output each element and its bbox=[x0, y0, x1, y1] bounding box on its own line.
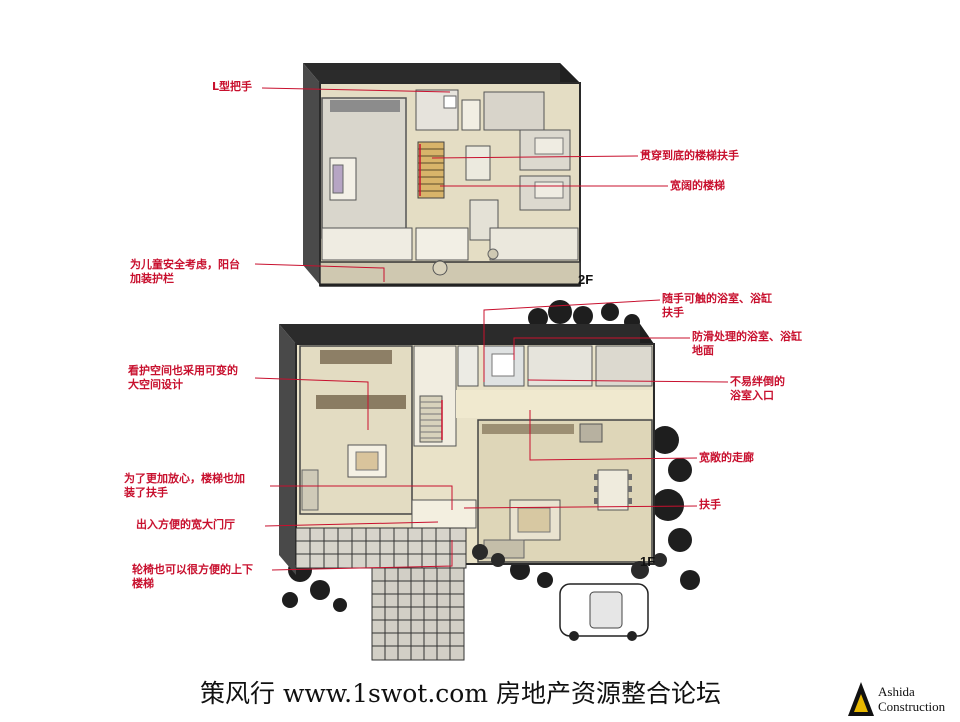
callout-wide-corridor: 宽敞的走廊 bbox=[699, 451, 754, 464]
callout-handrail: 扶手 bbox=[699, 498, 721, 511]
callout-l-handle: L型把手 bbox=[212, 80, 253, 93]
footer-banner: 策风行 www.1swot.com 房地产资源整合论坛 bbox=[200, 679, 722, 708]
callout-balcony-rail: 为儿童安全考虑，阳台 加装护栏 bbox=[130, 258, 240, 285]
logo-line-1: Ashida bbox=[878, 684, 915, 699]
callout-stair-rail-through: 贯穿到底的楼梯扶手 bbox=[640, 149, 739, 162]
callout-bath-handrail: 随手可触的浴室、浴缸 扶手 bbox=[662, 292, 772, 319]
callout-antislip: 防滑处理的浴室、浴缸 地面 bbox=[692, 330, 802, 357]
callout-trip-free-entrance: 不易绊倒的 浴室入口 bbox=[730, 375, 785, 402]
callout-wheelchair: 轮椅也可以很方便的上下 楼梯 bbox=[132, 563, 253, 590]
ashida-logo: Ashida Construction bbox=[846, 680, 956, 718]
callout-lines bbox=[254, 87, 729, 571]
callout-care-space: 看护空间也采用可变的 大空间设计 bbox=[128, 364, 238, 391]
stair-railings bbox=[419, 144, 443, 440]
first-floor-plan bbox=[279, 300, 700, 661]
logo-line-2: Construction bbox=[878, 699, 946, 714]
callout-entrance: 出入方便的宽大门厅 bbox=[136, 518, 235, 531]
ashida-logo-icon bbox=[848, 682, 874, 716]
floor-label-1f: 1F bbox=[640, 554, 656, 569]
second-floor-plan bbox=[303, 63, 581, 287]
callout-wide-stairs: 宽阔的楼梯 bbox=[670, 179, 725, 192]
callout-stair-handrail: 为了更加放心，楼梯也加 装了扶手 bbox=[124, 472, 245, 499]
floor-label-2f: 2F bbox=[578, 272, 594, 287]
